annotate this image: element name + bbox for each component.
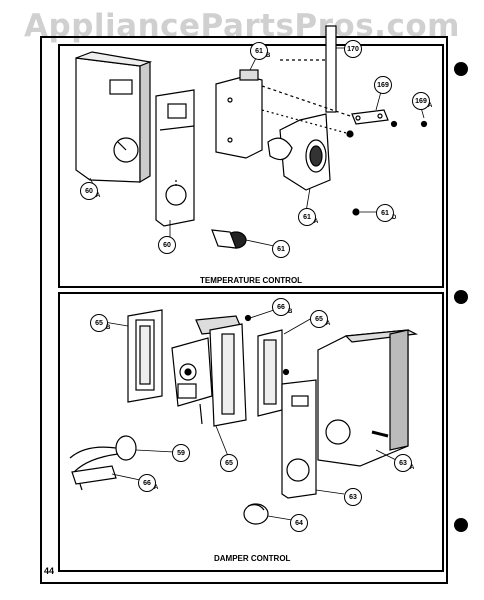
bracket-drawing <box>215 69 263 159</box>
callout-number: 65 <box>95 319 103 327</box>
binder-hole <box>454 518 468 532</box>
callout-number: 61 <box>277 245 285 253</box>
callout-number: 64 <box>295 519 303 527</box>
watermark: AppliancePartsPros.com <box>24 8 460 44</box>
callout-64: 64 <box>290 514 308 532</box>
callout-61: 61 <box>272 240 290 258</box>
callout-number: 61 <box>255 47 263 55</box>
thermostat-drawing <box>267 113 331 191</box>
temperature-control-caption: TEMPERATURE CONTROL <box>200 276 303 285</box>
callout-suffix: A <box>154 485 159 491</box>
damper-housing-drawing <box>317 329 419 467</box>
face-plate-drawing <box>155 89 195 227</box>
page-frame <box>40 36 448 584</box>
callout-suffix: A <box>326 321 331 327</box>
callout-169a: 169 <box>374 76 392 94</box>
control-housing-drawing <box>75 51 153 184</box>
rod-drawing <box>261 25 389 125</box>
callout-number: 65 <box>315 315 323 323</box>
callout-number: 59 <box>177 449 185 457</box>
callout-170: 170 <box>344 40 362 58</box>
knob-drawing <box>211 229 247 249</box>
damper-knob-drawing <box>243 503 269 525</box>
callout-number: 169 <box>377 81 389 89</box>
binder-hole <box>454 62 468 76</box>
clip-drawing <box>71 465 117 491</box>
callout-suffix: A <box>428 103 433 109</box>
callout-suffix: B <box>106 325 111 331</box>
callout-suffix: A <box>314 219 319 225</box>
callout-number: 66 <box>143 479 151 487</box>
callout-suffix: A <box>410 465 415 471</box>
callout-number: 60 <box>163 241 171 249</box>
callout-number: 61 <box>303 213 311 221</box>
callout-number: 60 <box>85 187 93 195</box>
callout-number: 63 <box>399 459 407 467</box>
bezel-drawing <box>127 309 163 403</box>
cord-drawing <box>69 435 137 473</box>
callout-63: 63 <box>344 488 362 506</box>
callout-suffix: B <box>266 53 271 59</box>
callout-number: 63 <box>349 493 357 501</box>
callout-number: 65 <box>225 459 233 467</box>
callout-number: 169 <box>415 97 427 105</box>
binder-hole <box>454 290 468 304</box>
callout-65: 65 <box>220 454 238 472</box>
screws-top <box>261 109 428 216</box>
callout-suffix: A <box>96 193 101 199</box>
callout-60: 60 <box>158 236 176 254</box>
damper-face-plate-drawing <box>281 379 317 499</box>
callout-number: 61 <box>381 209 389 217</box>
damper-bracket-drawing <box>257 329 283 417</box>
page-number: 44 <box>44 566 55 576</box>
callout-number: 170 <box>347 45 359 53</box>
callout-59: 59 <box>172 444 190 462</box>
callout-suffix: D <box>392 215 397 221</box>
damper-control-caption: DAMPER CONTROL <box>214 554 291 563</box>
callout-number: 66 <box>277 303 285 311</box>
callout-suffix: B <box>288 309 293 315</box>
damper-motor-drawing <box>171 315 247 427</box>
